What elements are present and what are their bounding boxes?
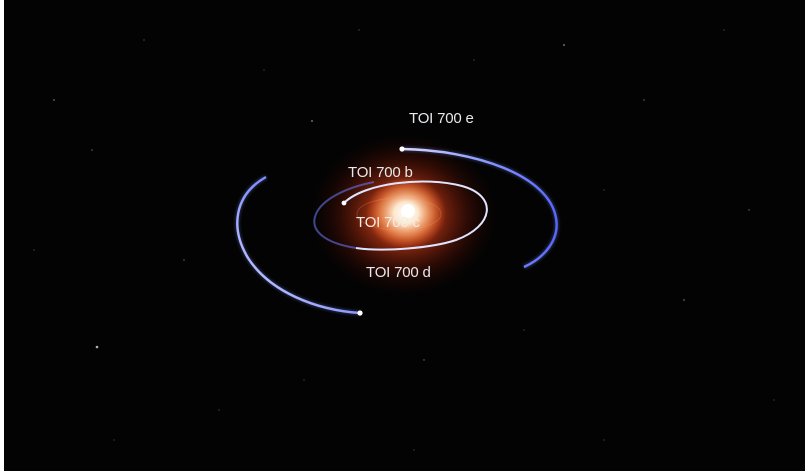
orbit-b	[313, 180, 488, 251]
planet-e-marker	[399, 146, 405, 152]
planet-b-marker	[341, 200, 347, 206]
planet-d-marker	[357, 310, 363, 316]
label-planet-b: TOI 700 b	[348, 164, 413, 181]
orbit-c	[356, 197, 442, 231]
background-stars	[33, 29, 775, 451]
star-core	[401, 204, 415, 218]
label-planet-c: TOI 700 c	[356, 214, 420, 231]
label-planet-e: TOI 700 e	[409, 110, 474, 127]
orbit-e	[399, 146, 560, 270]
label-planet-d: TOI 700 d	[366, 264, 431, 281]
orbit-d	[234, 174, 363, 316]
toi-700-system-illustration: TOI 700 e TOI 700 b TOI 700 c TOI 700 d	[33, 29, 775, 451]
space-scene: TOI 700 e TOI 700 b TOI 700 c TOI 700 d	[4, 0, 805, 471]
